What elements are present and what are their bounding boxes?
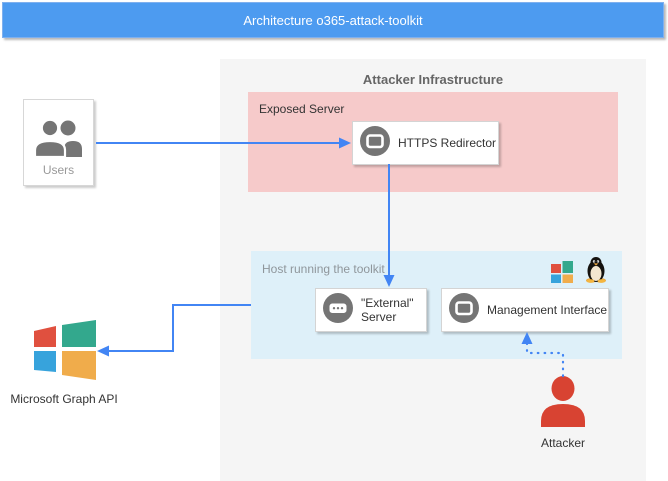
attacker-figure: Attacker: [536, 375, 590, 450]
microsoft-flag-logo-icon: [32, 320, 96, 385]
linux-tux-icon: [584, 256, 608, 288]
attacker-person-icon: [539, 376, 587, 431]
attacker-label: Attacker: [540, 436, 585, 450]
management-interface-node: Management Interface: [441, 288, 609, 332]
attacker-infrastructure-title: Attacker Infrastructure: [362, 72, 504, 87]
exposed-server-label: Exposed Server: [259, 102, 345, 116]
https-redirector-node: HTTPS Redirector: [352, 121, 499, 165]
users-node: Users: [23, 99, 94, 186]
diagram-title: Architecture o365-attack-toolkit: [243, 12, 423, 28]
app-window-icon: [360, 125, 390, 161]
app-window-icon: [449, 292, 479, 328]
windows-logo-icon: [551, 261, 574, 288]
microsoft-graph-api: Microsoft Graph API: [0, 320, 128, 406]
users-label: Users: [42, 163, 75, 177]
external-server-node: "External" Server: [315, 288, 427, 332]
os-icons: [551, 256, 608, 288]
host-toolkit-label: Host running the toolkit: [262, 262, 385, 276]
users-icon: [33, 118, 84, 163]
microsoft-graph-api-label: Microsoft Graph API: [10, 392, 118, 406]
management-interface-label: Management Interface: [487, 302, 608, 317]
diagram-title-banner: Architecture o365-attack-toolkit: [2, 2, 664, 38]
server-ellipsis-icon: [323, 292, 353, 328]
https-redirector-label: HTTPS Redirector: [398, 135, 497, 150]
external-server-label: "External" Server: [361, 295, 414, 324]
